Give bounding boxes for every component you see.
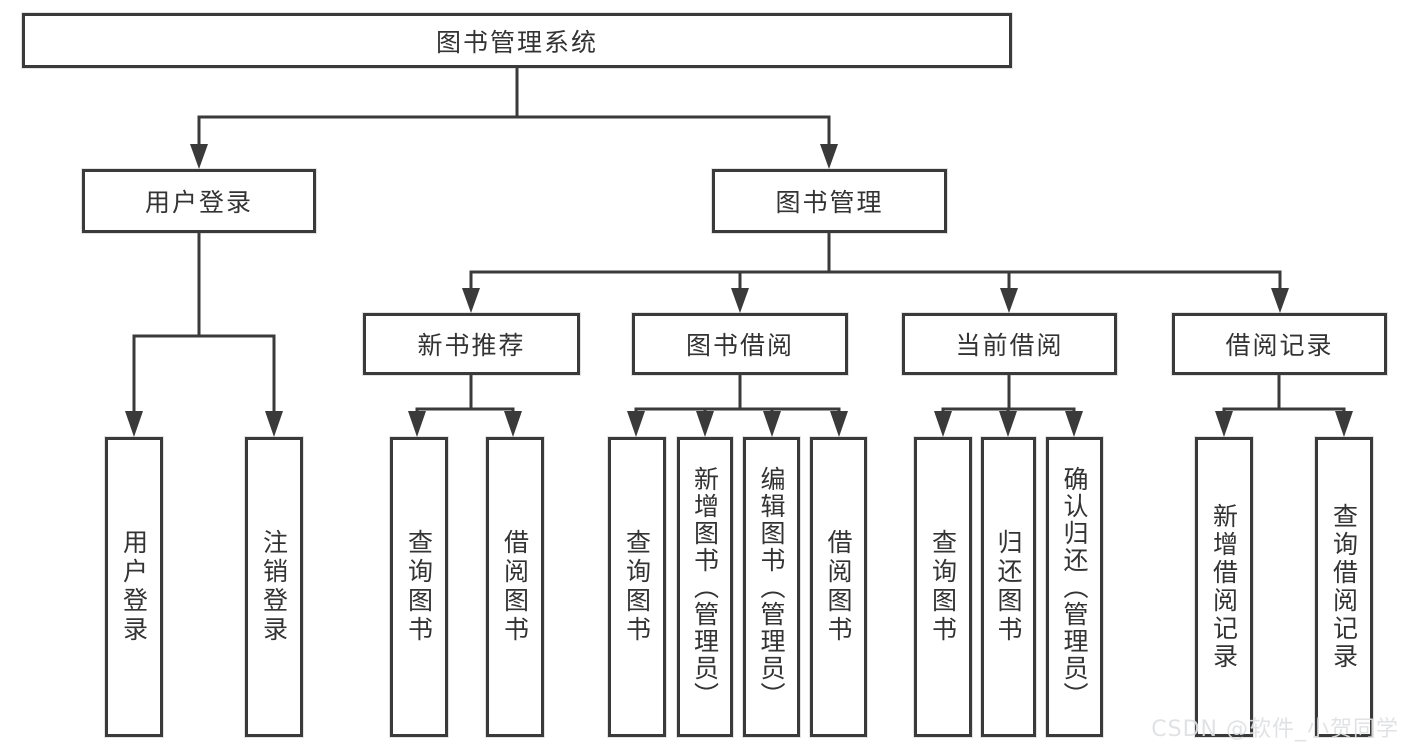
- leaf-label: 查询图书: [404, 529, 434, 645]
- leaf-label: 借阅图书: [500, 529, 530, 645]
- node-leaf-edit-book-admin: 编辑图书（管理员）: [743, 437, 800, 737]
- leaf-label: 新增借阅记录: [1209, 503, 1239, 671]
- edge-book-management-to-level3: [462, 233, 1289, 313]
- leaf-label: 确认归还（管理员）: [1060, 465, 1089, 709]
- node-library-management-system: 图书管理系统: [22, 13, 1012, 68]
- node-leaf-confirm-return-admin: 确认归还（管理员）: [1046, 437, 1103, 737]
- node-leaf-return-book: 归还图书: [981, 437, 1036, 737]
- node-leaf-search-books-borrowing: 查询图书: [608, 437, 666, 737]
- node-leaf-add-book-admin: 新增图书（管理员）: [677, 437, 733, 737]
- edge-book-borrowing-to-leaves: [627, 375, 848, 437]
- csdn-watermark: CSDN @软件_小贺同学: [1151, 717, 1399, 742]
- node-leaf-search-books-recommend: 查询图书: [390, 437, 448, 737]
- node-borrow-records: 借阅记录: [1172, 313, 1387, 375]
- node-leaf-user-login: 用户登录: [105, 437, 163, 737]
- node-leaf-borrow-books: 借阅图书: [810, 437, 867, 737]
- edge-user-login-to-leaves: [125, 233, 283, 437]
- edge-borrow-records-to-leaves: [1215, 375, 1353, 437]
- edge-current-borrowing-to-leaves: [934, 375, 1083, 437]
- leaf-label: 查询借阅记录: [1329, 503, 1359, 671]
- node-book-borrowing: 图书借阅: [632, 313, 848, 375]
- node-leaf-logout: 注销登录: [245, 437, 303, 737]
- node-leaf-search-borrow-record: 查询借阅记录: [1315, 437, 1373, 737]
- node-current-borrowing: 当前借阅: [902, 313, 1117, 375]
- node-leaf-add-borrow-record: 新增借阅记录: [1195, 437, 1253, 737]
- leaf-label: 查询图书: [622, 529, 652, 645]
- node-user-login: 用户登录: [82, 169, 316, 233]
- leaf-label: 借阅图书: [824, 529, 853, 645]
- edge-root-to-level2: [190, 68, 838, 169]
- leaf-label: 注销登录: [259, 529, 289, 645]
- node-new-book-recommend: 新书推荐: [363, 313, 580, 375]
- leaf-label: 新增图书（管理员）: [690, 465, 720, 709]
- leaf-label: 查询图书: [928, 529, 958, 645]
- edge-new-book-recommend-to-leaves: [408, 375, 522, 437]
- leaf-label: 归还图书: [994, 529, 1023, 645]
- node-leaf-borrow-books-recommend: 借阅图书: [486, 437, 544, 737]
- node-book-management: 图书管理: [712, 169, 947, 233]
- leaf-label: 用户登录: [119, 529, 149, 645]
- node-leaf-search-books-current: 查询图书: [914, 437, 972, 737]
- leaf-label: 编辑图书（管理员）: [757, 465, 786, 709]
